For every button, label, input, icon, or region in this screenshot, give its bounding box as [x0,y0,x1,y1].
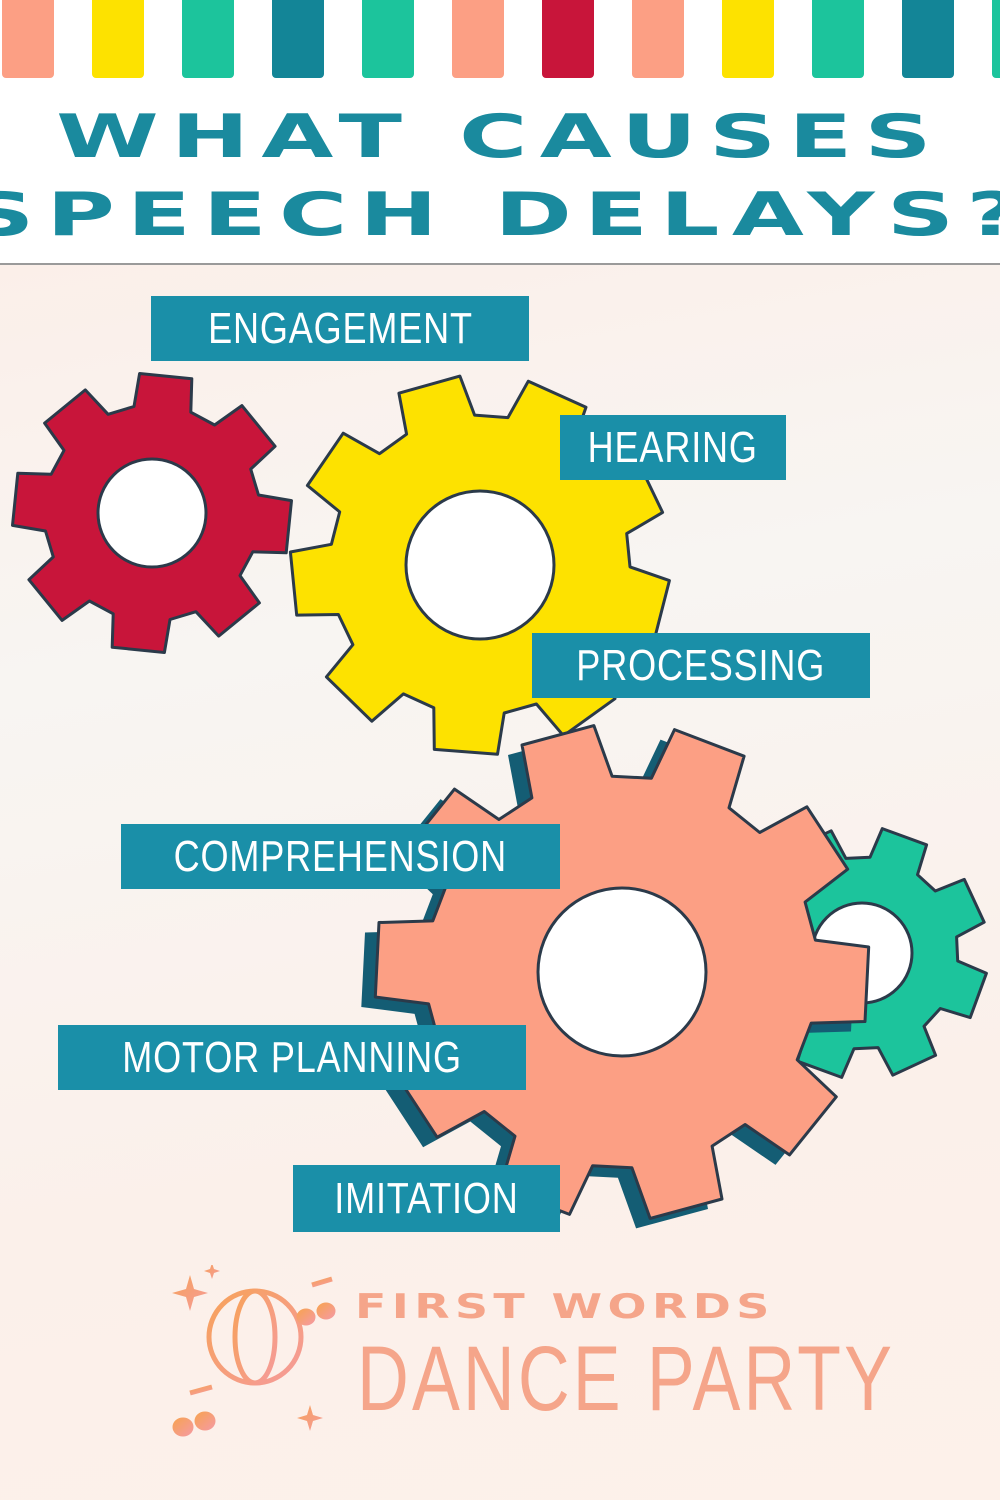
label-comprehension: COMPREHENSION [121,824,560,889]
label-motor-planning: MOTOR PLANNING [58,1025,526,1090]
music-note-icon [172,1276,336,1437]
label-hearing-text: HEARING [587,422,759,472]
stripe [992,0,1000,78]
stripe [2,0,54,78]
stripe [542,0,594,78]
brand-logo: FIRST WORDS DANCE PARTY [160,1265,892,1455]
gear-hole [404,489,556,641]
stripe [272,0,324,78]
page-title-line-2: SPEECH DELAYS? [0,180,1000,250]
stripe [452,0,504,78]
label-processing: PROCESSING [532,633,870,698]
stripe [812,0,864,78]
salmon-gear-icon [361,724,871,1229]
divider [0,263,1000,265]
label-processing-text: PROCESSING [576,640,826,690]
logo-line-1: FIRST WORDS [355,1287,775,1327]
stripe [722,0,774,78]
stripe [182,0,234,78]
page-title-line-1: WHAT CAUSES [56,102,944,172]
label-engagement: ENGAGEMENT [151,296,529,361]
gear-hole [536,886,708,1058]
stripe [632,0,684,78]
label-engagement-text: ENGAGEMENT [207,303,473,353]
disco-ball-icon [172,1265,336,1437]
label-imitation: IMITATION [293,1165,560,1232]
stripe [902,0,954,78]
decorative-stripe-border [0,0,1000,80]
gear-hole [96,457,208,569]
stripe [92,0,144,78]
logo-line-2: DANCE PARTY [357,1328,896,1430]
header: WHAT CAUSES SPEECH DELAYS? [0,80,1000,263]
label-hearing: HEARING [560,415,786,480]
label-comprehension-text: COMPREHENSION [173,831,508,881]
red-gear-icon [11,372,293,654]
stripe [362,0,414,78]
label-motor-planning-text: MOTOR PLANNING [122,1032,462,1082]
label-imitation-text: IMITATION [334,1173,519,1223]
sparkle-icon [172,1275,208,1311]
infographic-body: ENGAGEMENT HEARING PROCESSING COMPREHENS… [0,265,1000,1500]
